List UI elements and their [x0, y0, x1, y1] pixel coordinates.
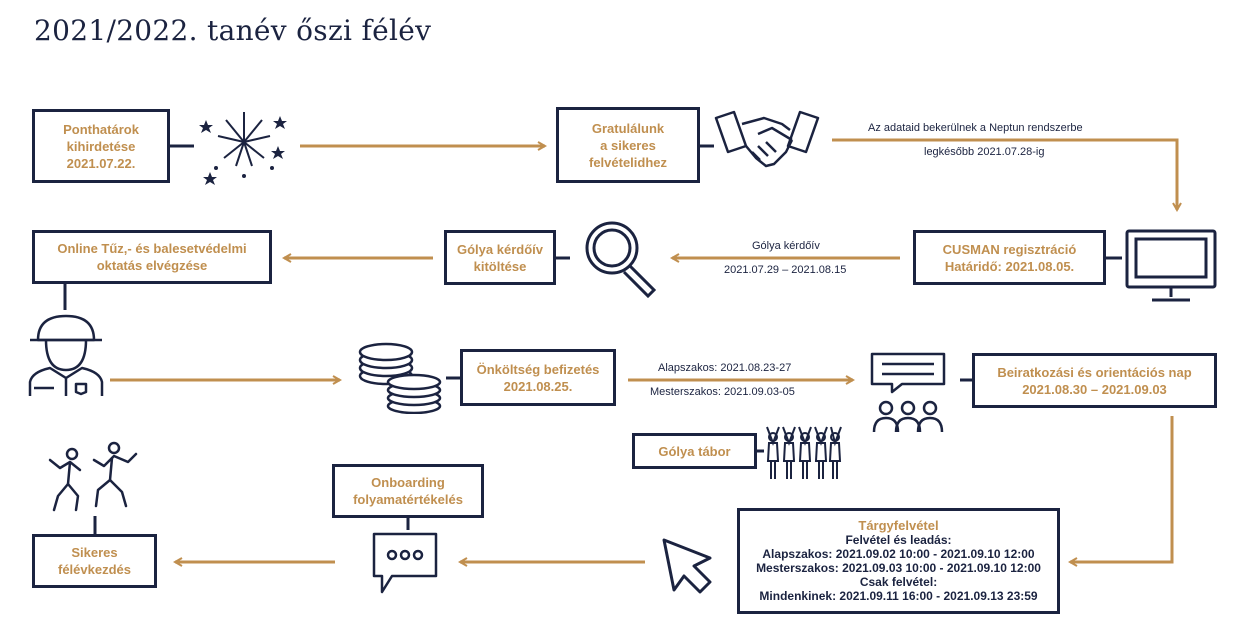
- node-gratulalunk: Gratulálunk a sikeres felvételidhez: [556, 107, 700, 183]
- node-onkoltseg: Önköltség befizetés 2021.08.25.: [460, 349, 616, 406]
- node-heading: Tárgyfelvétel: [858, 518, 939, 533]
- label-neptun-1: Az adataid bekerülnek a Neptun rendszerb…: [868, 122, 1083, 134]
- node-line: félévkezdés: [58, 562, 131, 577]
- node-targyfelvetel: Tárgyfelvétel Felvétel és leadás: Alapsz…: [737, 508, 1060, 614]
- node-line: Online Tűz,- és balesetvédelmi: [57, 241, 247, 256]
- arrow-beiratkozas-targyfelvetel: [1070, 416, 1174, 562]
- label-kerdoiv-1: Gólya kérdőív: [752, 240, 820, 252]
- node-line: felvételidhez: [588, 154, 668, 170]
- arrow-gratulalunk-cusman: [832, 138, 1177, 210]
- node-line: Beiratkozási és orientációs nap: [997, 364, 1192, 380]
- node-line: Gólya kérdőív: [457, 241, 543, 257]
- label-kerdoiv-2: 2021.07.29 – 2021.08.15: [724, 264, 847, 276]
- node-line: folyamatértékelés: [353, 492, 463, 507]
- cursor-icon: [662, 538, 712, 594]
- node-line: Önköltség befizetés: [476, 361, 600, 377]
- node-sikeres: Sikeres félévkezdés: [32, 534, 157, 588]
- node-line: Onboarding: [371, 475, 445, 490]
- node-line: 2021.07.22.: [66, 155, 136, 171]
- meeting-icon: [870, 352, 946, 433]
- node-line: Ponthatárok: [63, 121, 139, 137]
- fireworks-icon: [199, 112, 287, 185]
- node-line: Csak felvétel:: [859, 575, 938, 589]
- node-line: CUSMAN regisztráció: [942, 241, 1077, 257]
- node-line: Gratulálunk: [591, 120, 665, 136]
- node-line: Felvétel és leadás:: [845, 533, 952, 547]
- label-neptun-2: legkésőbb 2021.07.28-ig: [924, 146, 1045, 158]
- node-line: Mindenkinek: 2021.09.11 16:00 - 2021.09.…: [759, 589, 1038, 603]
- node-line: Gólya tábor: [658, 443, 731, 459]
- node-line: kihirdetése: [66, 138, 136, 154]
- node-line: 2021.08.25.: [503, 378, 573, 394]
- node-line: a sikeres: [600, 137, 656, 153]
- dancing-people-icon: [48, 441, 138, 512]
- node-beiratkozasi: Beiratkozási és orientációs nap 2021.08.…: [972, 353, 1217, 408]
- node-line: Sikeres: [71, 545, 118, 560]
- node-onboarding: Onboarding folyamatértékelés: [332, 464, 484, 518]
- node-ponthatarok: Ponthatárok kihirdetése 2021.07.22.: [32, 109, 170, 183]
- node-golya-kerdoiv: Gólya kérdőív kitöltése: [444, 230, 556, 285]
- magnifier-icon: [585, 221, 657, 298]
- node-line: oktatás elvégzése: [96, 258, 208, 273]
- computer-monitor-icon: [1125, 229, 1217, 302]
- firefighter-icon: [28, 314, 104, 396]
- node-line: Alapszakos: 2021.09.02 10:00 - 2021.09.1…: [762, 547, 1035, 561]
- label-mesterszakos: Mesterszakos: 2021.09.03-05: [650, 386, 795, 398]
- page-title: 2021/2022. tanév őszi félév: [34, 14, 432, 47]
- handshake-icon: [714, 110, 820, 168]
- node-line: kitöltése: [473, 258, 527, 274]
- node-online-oktatas: Online Tűz,- és balesetvédelmi oktatás e…: [32, 230, 272, 284]
- node-line: 2021.08.30 – 2021.09.03: [1022, 381, 1167, 397]
- node-line: Határidő: 2021.08.05.: [944, 258, 1075, 274]
- node-golya-tabor: Gólya tábor: [632, 433, 757, 469]
- label-alapszakos: Alapszakos: 2021.08.23-27: [658, 362, 792, 374]
- chat-bubble-icon: [372, 532, 438, 594]
- crowd-icon: [766, 426, 842, 479]
- node-cusman: CUSMAN regisztráció Határidő: 2021.08.05…: [913, 230, 1106, 285]
- coins-icon: [358, 342, 442, 414]
- node-line: Mesterszakos: 2021.09.03 10:00 - 2021.09…: [756, 561, 1041, 575]
